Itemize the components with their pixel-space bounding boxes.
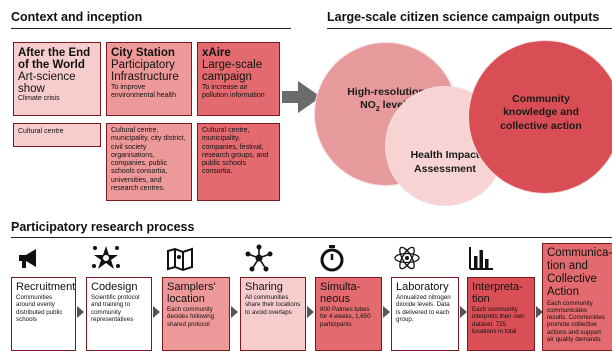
process-divider bbox=[11, 237, 612, 238]
step-arrow-icon bbox=[307, 306, 314, 318]
step-title: Simulta-neous bbox=[320, 281, 361, 306]
step-recruitment: Recruitment Communities around evenly di… bbox=[11, 277, 76, 351]
step-title: Sharing bbox=[245, 281, 283, 293]
megaphone-icon bbox=[19, 249, 36, 268]
step-title: Codesign bbox=[91, 281, 138, 293]
bar-chart-icon bbox=[469, 247, 493, 270]
people-star-icon bbox=[92, 246, 120, 269]
process-section-title: Participatory research process bbox=[11, 220, 195, 234]
project-title-rest: Art-science show bbox=[18, 71, 76, 96]
step-desc: Each community decides following shared … bbox=[167, 306, 215, 328]
partners-box-after-the-end: Cultural centre bbox=[13, 123, 101, 147]
step-samplers-location: Samplers' location Each community decide… bbox=[162, 277, 230, 351]
step-arrow-icon bbox=[460, 306, 467, 318]
health-line1: Health Impact bbox=[410, 149, 480, 162]
project-desc: Climate crisis bbox=[18, 95, 60, 103]
outputs-section-title: Large-scale citizen science campaign out… bbox=[327, 10, 600, 24]
step-title: Recruitment bbox=[16, 281, 76, 293]
step-arrow-icon bbox=[231, 306, 238, 318]
step-interpretation: Interpreta-tion Each community interpret… bbox=[467, 277, 535, 351]
step-arrow-icon bbox=[77, 306, 84, 318]
step-desc: Communities around evenly distributed pu… bbox=[16, 294, 63, 323]
project-desc: To improve environmental health bbox=[111, 84, 176, 100]
project-box-after-the-end: After the End of the World Art-science s… bbox=[13, 42, 101, 116]
project-desc: To increase air pollution information bbox=[202, 84, 265, 100]
partners-text: Cultural centre, municipality, city dist… bbox=[111, 127, 186, 192]
community-line3: collective action bbox=[500, 119, 582, 132]
partners-box-xaire: Cultural centre, municipality, companies… bbox=[197, 123, 280, 201]
project-title-bold: City Station bbox=[111, 47, 175, 59]
step-communication: Communica-tion and Collective Action Eac… bbox=[542, 243, 612, 351]
project-title-bold: After the End of the World bbox=[18, 47, 91, 72]
step-sharing: Sharing All communities share their loca… bbox=[240, 277, 306, 351]
step-arrow-icon bbox=[383, 306, 390, 318]
context-divider bbox=[11, 28, 291, 29]
step-desc: 800 Palmes tubes for 4 weeks, 1,650 part… bbox=[320, 306, 371, 328]
project-title-bold: xAire bbox=[202, 47, 231, 59]
community-line2: knowledge and bbox=[503, 106, 579, 119]
step-desc: Scientific protocol and training to comm… bbox=[91, 294, 140, 323]
no2-symbol: NO bbox=[360, 99, 376, 112]
atom-icon bbox=[394, 246, 420, 270]
project-title-rest: Participatory Infrastructure bbox=[111, 59, 179, 84]
step-arrow-icon bbox=[153, 306, 160, 318]
step-desc: All communities share their locations to… bbox=[245, 294, 301, 316]
project-box-city-station: City Station Participatory Infrastructur… bbox=[106, 42, 192, 116]
partners-text: Cultural centre bbox=[18, 128, 64, 135]
step-desc: Annualized nitrogen dioxide levels. Data… bbox=[396, 294, 451, 323]
partners-text: Cultural centre, municipality, companies… bbox=[202, 127, 269, 176]
step-arrow-icon bbox=[536, 306, 543, 318]
step-title: Communica-tion and Collective Action bbox=[547, 247, 612, 298]
no2-line1: High-resolution bbox=[347, 85, 425, 98]
flow-arrow-icon bbox=[282, 81, 321, 113]
step-title: Interpreta-tion bbox=[472, 281, 523, 306]
stopwatch-icon bbox=[320, 245, 344, 272]
step-title: Samplers' location bbox=[167, 281, 216, 306]
step-title: Laboratory bbox=[396, 281, 449, 293]
no2-subscript: 2 bbox=[375, 106, 380, 114]
step-simultaneous: Simulta-neous 800 Palmes tubes for 4 wee… bbox=[315, 277, 382, 351]
step-desc: Each community interprets their own data… bbox=[472, 306, 525, 335]
community-line1: Community bbox=[512, 92, 570, 105]
context-section-title: Context and inception bbox=[11, 10, 143, 24]
step-desc: Each community communicates results. Com… bbox=[547, 299, 605, 343]
partners-box-city-station: Cultural centre, municipality, city dist… bbox=[106, 123, 192, 201]
map-icon bbox=[167, 247, 193, 272]
output-circle-community: Community knowledge and collective actio… bbox=[468, 40, 612, 194]
step-laboratory: Laboratory Annualized nitrogen dioxide l… bbox=[391, 277, 459, 351]
step-codesign: Codesign Scientific protocol and trainin… bbox=[86, 277, 152, 351]
network-icon bbox=[245, 244, 273, 272]
project-title-rest: Large-scale campaign bbox=[202, 59, 263, 84]
project-box-xaire: xAire Large-scale campaign To increase a… bbox=[197, 42, 280, 116]
health-line2: Assessment bbox=[414, 163, 476, 175]
outputs-divider bbox=[327, 28, 612, 29]
